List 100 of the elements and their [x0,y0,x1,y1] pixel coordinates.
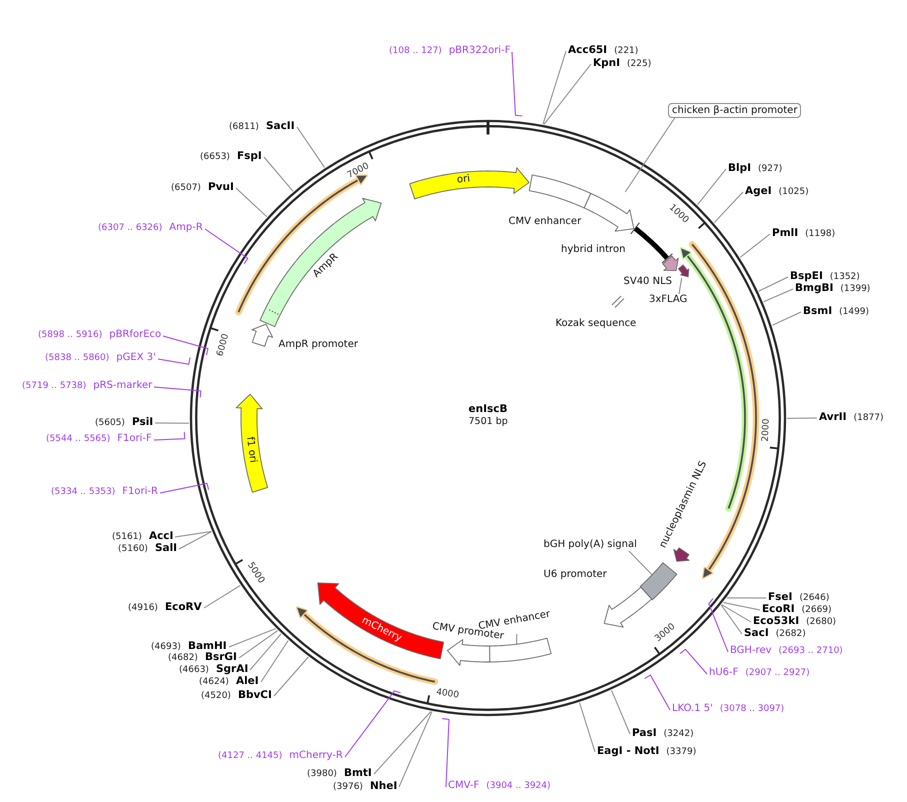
site-position: (3980) [307,769,337,780]
feature-label: bGH poly(A) signal [544,539,637,550]
site-position: (5605) [95,418,125,428]
primer-position: (5544 .. 5565) [46,434,110,444]
leader-line [579,702,596,752]
leader-line [542,50,566,125]
site-position: (4663) [179,665,209,676]
primer-position: (5719 .. 5738) [22,381,86,392]
leader-line [264,156,294,192]
enzyme-name: SalI [154,542,178,554]
enzyme-name: FseI [768,591,792,604]
plasmid-length: 7501 bp [468,416,508,428]
primer-name: pBRforEco [109,329,162,340]
feature-label: ori [456,174,470,186]
site-position: (1399) [840,284,870,294]
feature-label: 3xFLAG [649,294,688,306]
leader-line [628,550,653,576]
enzyme-name: PasI [632,727,657,740]
site-position: (4693) [151,642,181,652]
site-position: (927) [758,164,782,174]
enzyme-name: AvrII [819,411,847,424]
leader-line [644,674,670,710]
primer-position: (5334 .. 5353) [51,487,116,498]
leader-line [174,530,212,538]
enzyme-name: BsmI [803,305,832,318]
leader-line [442,718,450,788]
enzyme-name: SacI [744,627,769,640]
leader-line [158,356,191,365]
leader-line [708,598,728,652]
leader-line [154,422,190,424]
enzyme-name: BspEI [790,270,823,282]
site-position: (3976) [333,782,363,792]
site-position: (2646) [799,593,830,604]
enzyme-name: BamHI [188,640,227,652]
scale-label: 2000 [761,418,772,442]
site-position: (1499) [839,307,870,318]
enzyme-name: KpnI [593,57,620,70]
site-position: (1198) [805,229,836,240]
leader-line [512,52,523,116]
site-position: (1877) [854,413,884,424]
leader-line [178,531,212,550]
feature-label: U6 promoter [544,569,607,580]
primer-name: LKO.1 5' [672,703,713,714]
site-position: (6507) [171,183,201,194]
leader-line [516,634,518,645]
leader-line [374,711,432,774]
enzyme-name: SgrAI [216,663,248,676]
site-position: (5160) [118,544,148,554]
primer-position: (2907 .. 2927) [745,668,810,678]
scale-label: 7000 [346,161,372,181]
leader-line [160,482,210,494]
leader-line [274,656,309,696]
enzyme-name: BmtI [344,767,372,780]
leader-line [678,278,682,294]
leader-line [680,648,708,674]
primer-position: (5898 .. 5916) [38,330,102,340]
primer-position: (108 .. 127) [389,46,442,56]
site-position: (1025) [778,187,809,198]
leader-line [624,118,676,192]
enzyme-name: AgeI [745,185,772,198]
enzyme-name: BlpI [728,162,752,174]
site-position: (3379) [666,747,696,758]
feature-label: hybrid intron [561,244,626,256]
site-position: (2680) [806,617,836,628]
site-position: (4916) [128,603,158,614]
leader-line [238,630,278,658]
enzyme-name: PsiI [132,416,154,428]
site-position: (221) [614,46,638,56]
primer-name: CMV-F [448,780,480,792]
feature-label: SV40 NLS [624,276,672,288]
site-position: (3242) [664,729,694,740]
leader-line [740,234,770,258]
primer-name: pBR322ori-F [448,45,510,56]
leader-line [772,312,802,326]
enzyme-name: BbvCI [238,689,272,702]
enzyme-name: AleI [236,675,259,688]
primer-position: (6307 .. 6326) [98,223,162,234]
leader-line [786,418,818,419]
feature-label: Kozak sequence [556,318,636,330]
plasmid-name: enIscB [468,403,508,416]
site-position: (6811) [229,122,259,132]
primer-position: (2693 .. 2710) [778,646,843,656]
leader-line [296,126,326,168]
leader-line [344,690,402,758]
leader-line [154,431,186,440]
site-position: (2682) [776,629,806,640]
leader-line [250,633,282,670]
primer-position: (4127 .. 4145) [218,751,282,762]
primer-name: Amp-R [169,222,203,234]
enzyme-name: BsrGI [204,651,237,664]
enzyme-name: FspI [236,150,262,162]
primer-name: F1ori-F [117,433,152,444]
feature-label: f1 ori [244,436,259,463]
primer-position: (5838 .. 5860) [45,353,110,364]
leader-line [758,276,788,292]
site-position: (4624) [199,677,229,688]
enzyme-name: BmgBI [795,282,834,294]
feature-callout: chicken β-actin promoter [668,103,802,118]
leader-line [697,168,726,206]
leader-line [720,604,742,634]
